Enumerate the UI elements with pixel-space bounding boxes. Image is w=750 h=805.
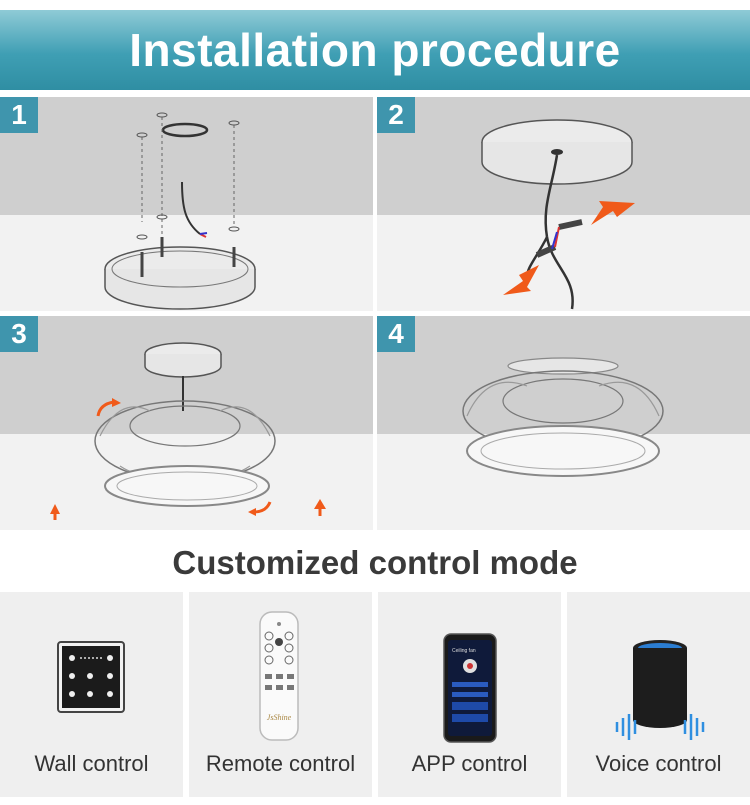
step-badge: 4: [377, 316, 415, 352]
smart-speaker-icon: [615, 640, 705, 740]
voice-control-card: Voice control: [567, 592, 750, 797]
wall-switch-icon: [57, 641, 125, 713]
section-title: Customized control mode: [172, 544, 578, 581]
step-2-panel: 2: [377, 97, 750, 311]
step-badge: 3: [0, 316, 38, 352]
fan-attachment-illustration: [50, 342, 326, 520]
header-banner: Installation procedure: [0, 10, 750, 90]
wall-control-card: Wall control: [0, 592, 183, 797]
app-screen-title: Ceiling fan: [452, 648, 476, 654]
smartphone-app-icon: Ceiling fan: [443, 633, 497, 743]
voice-control-label: Voice control: [595, 751, 722, 776]
page-title: Installation procedure: [129, 24, 621, 76]
step-badge: 2: [377, 97, 415, 133]
remote-brand-logo: JsShine: [267, 713, 292, 722]
remote-control-label: Remote control: [205, 751, 356, 776]
mounting-plate-screws-illustration: [104, 112, 256, 310]
step-1-panel: 1: [0, 97, 373, 311]
wiring-connection-illustration: [481, 119, 635, 310]
step-3-panel: 3: [0, 316, 373, 530]
installed-fan-illustration: [462, 357, 664, 477]
wall-control-label: Wall control: [34, 751, 149, 776]
remote-control-card: JsShine Remote control: [189, 592, 372, 797]
app-control-label: APP control: [411, 751, 528, 776]
remote-control-icon: JsShine: [259, 611, 299, 741]
app-control-card: Ceiling fan APP control: [378, 592, 561, 797]
step-badge: 1: [0, 97, 38, 133]
step-4-panel: 4: [377, 316, 750, 530]
